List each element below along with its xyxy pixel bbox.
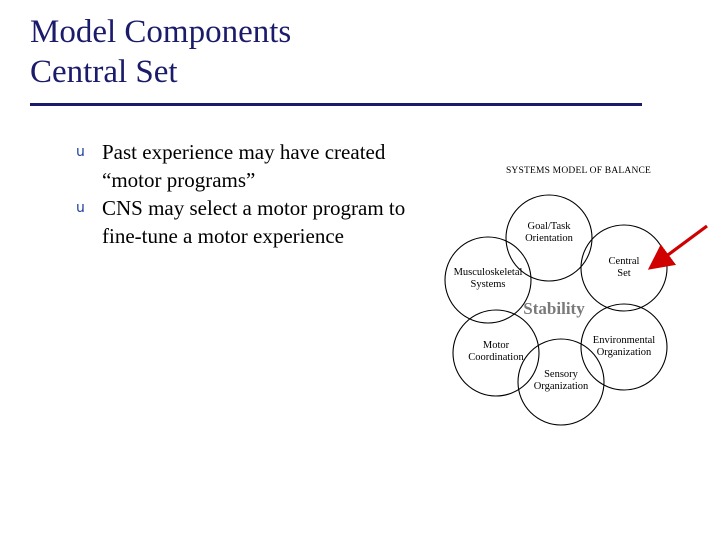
systems-model-of-balance-figure: SYSTEMS MODEL OF BALANCE Goal/Task Orien… (428, 150, 708, 440)
bullet-marker-icon: u (76, 200, 85, 216)
figure-caption: SYSTEMS MODEL OF BALANCE (505, 166, 652, 176)
list-item: u CNS may select a motor program to fine… (72, 194, 422, 250)
title-divider (30, 103, 642, 106)
label-goal-task-orientation-line1: Goal/Task (527, 221, 571, 232)
circle-environmental-organization (580, 303, 668, 391)
label-musculoskeletal-line1: Musculoskeletal (454, 267, 523, 278)
bullet-text: CNS may select a motor program to fine-t… (102, 196, 406, 248)
balance-model-diagram: Goal/Task Orientation Central Set Muscul… (444, 194, 668, 426)
label-central-set-line2: Set (617, 268, 631, 279)
label-motor-coordination-line1: Motor (483, 340, 510, 351)
circle-goal-task-orientation (505, 194, 593, 282)
label-environmental-line1: Environmental (593, 335, 655, 346)
label-goal-task-orientation-line2: Orientation (525, 233, 574, 244)
annotation-arrow-icon (647, 224, 708, 270)
bullet-text: Past experience may have created “motor … (102, 140, 386, 192)
label-central-set-line1: Central (609, 256, 640, 267)
page-title: Model Components Central Set (30, 14, 292, 90)
bullet-marker-icon: u (76, 144, 85, 160)
label-environmental-line2: Organization (597, 347, 652, 358)
circle-musculoskeletal-systems (444, 236, 532, 324)
bullet-list: u Past experience may have created “moto… (72, 138, 422, 250)
circle-sensory-organization (517, 338, 605, 426)
label-sensory-organization-line1: Sensory (544, 369, 579, 380)
label-musculoskeletal-line2: Systems (470, 279, 505, 290)
label-motor-coordination-line2: Coordination (468, 352, 524, 363)
label-stability: Stability (523, 299, 585, 318)
list-item: u Past experience may have created “moto… (72, 138, 422, 194)
circle-motor-coordination (452, 309, 540, 397)
label-sensory-organization-line2: Organization (534, 381, 589, 392)
